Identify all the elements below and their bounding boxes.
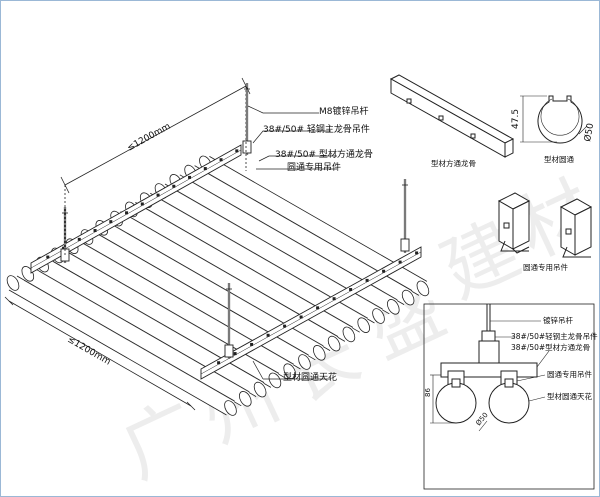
hanger-rod (224, 283, 234, 359)
detail-label-main-hanger: 38#/50#轻钢主龙骨吊件 (511, 332, 598, 341)
detail-dia-dim: Ø50 (474, 411, 489, 427)
callout-leaders (247, 105, 337, 380)
left-dimension-line (4, 296, 196, 411)
detail-leaders (490, 320, 550, 402)
hanger-rod (400, 179, 410, 253)
hanger-rod (242, 83, 252, 155)
callout-round-tube: 型材圆通天花 (283, 373, 338, 383)
detail-label-round-hanger: 圆通专用吊件 (547, 370, 592, 379)
hanger-profile-caption: 圆通专用吊件 (523, 263, 568, 272)
detail-label-rod: 镀锌吊杆 (543, 316, 573, 325)
keel-profile-drawing (389, 74, 515, 158)
detail-height-dim: 86 (424, 388, 432, 397)
hanger-clip-right-drawing (559, 198, 593, 258)
detail-section-drawing (430, 304, 538, 432)
top-dimension-text: ≤1200mm (126, 122, 173, 154)
round-tube-group (6, 155, 430, 416)
tube-dia-dim: Ø50 (582, 122, 596, 142)
top-dimension-line (60, 77, 251, 257)
detail-label-main-keel: 38#/50#型材方通龙骨 (511, 343, 591, 352)
round-tube (6, 275, 237, 416)
tube-height-dim: 47.5 (511, 109, 521, 129)
tube-profile-caption: 型材圆通 (544, 155, 574, 164)
tube-profile-drawing (520, 95, 588, 144)
callout-main-keel: 38#/50# 型材方通龙骨 (275, 150, 373, 160)
callout-main-hanger: 38#/50# 轻钢主龙骨吊件 (263, 125, 370, 135)
callout-round-hanger: 圆通专用吊件 (287, 163, 342, 173)
detail-label-round-tube: 型材圆通天花 (547, 392, 592, 401)
hanger-clip-left-drawing (497, 192, 531, 254)
keel-profile-caption: 型材方通龙骨 (431, 159, 476, 168)
callout-rod: M8镀锌吊杆 (319, 107, 369, 117)
keel-group (30, 144, 422, 380)
main-keel (200, 246, 422, 380)
detail-frame (423, 303, 595, 490)
